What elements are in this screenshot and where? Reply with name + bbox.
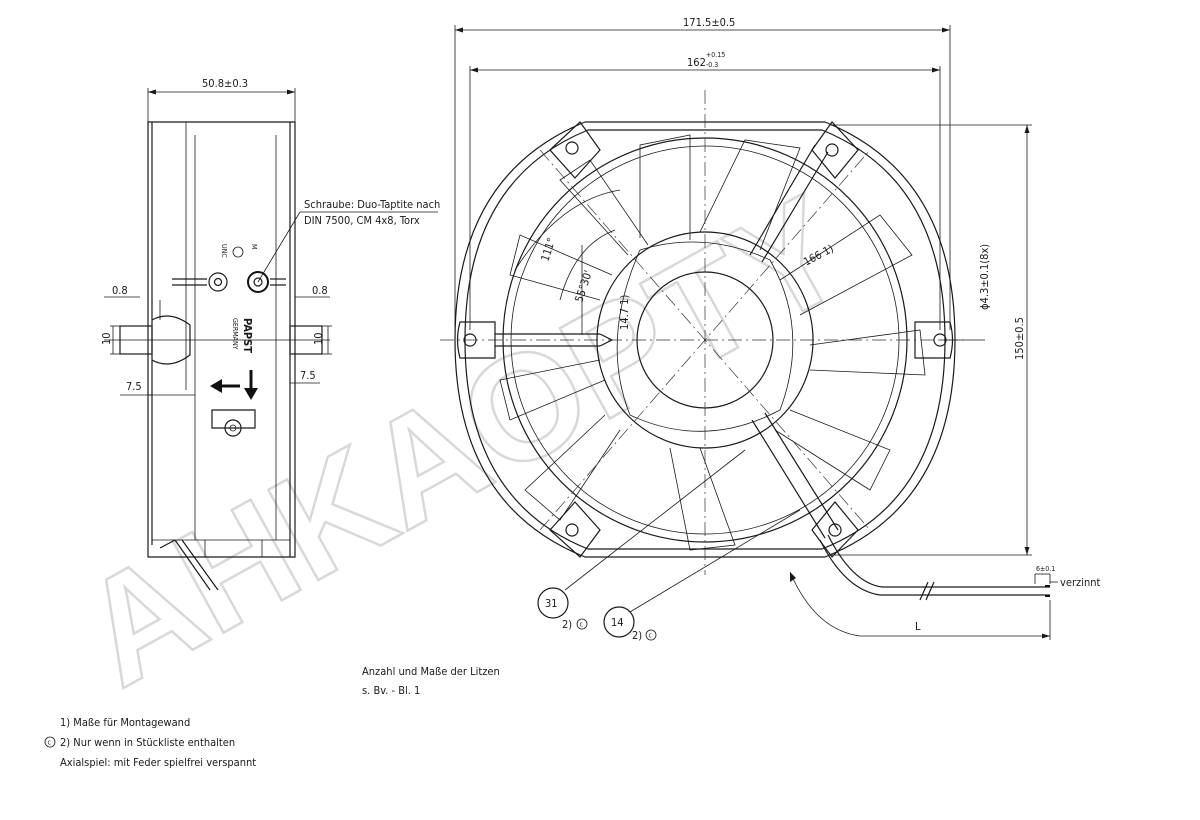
callout-14: 14 2) c (603, 606, 657, 642)
callout-31-note: 2) (562, 618, 572, 631)
footnote-2-symbol: c (48, 739, 52, 747)
hole-spec-label: ϕ4.3±0.1(8x) (978, 244, 991, 310)
screw-note-line2: DIN 7500, CM 4x8, Torx (304, 214, 420, 227)
front-view: 171.5±0.5 162 +0.15 -0.3 150±0.5 (440, 16, 1101, 640)
length-label: L (915, 620, 921, 633)
brand-label: PAPST (241, 318, 254, 353)
left-offset-dim: 7.5 (126, 380, 142, 393)
diameter-147-label: 14.7 1) (618, 295, 631, 330)
left-gap-dim: 0.8 (112, 284, 128, 297)
side-view: 50.8±0.3 UNC M P (100, 77, 440, 591)
callout-31-number: 31 (545, 597, 558, 610)
footnotes: 1) Maße für Montagewand c 2) Nur wenn in… (44, 716, 256, 769)
footnote-3: Axialspiel: mit Feder spielfrei verspann… (60, 756, 256, 769)
brand-sub-label: GERMANY (231, 318, 239, 350)
right-height-dim: 10 (312, 332, 325, 345)
screw-note-line1: Schraube: Duo-Taptite nach (304, 198, 440, 211)
callout-14-note: 2) (632, 629, 642, 642)
callout-31-symbol: c (580, 621, 584, 629)
litzen-note-line1: Anzahl und Maße der Litzen (362, 665, 500, 678)
watermark-text: AHKAOPTY (54, 163, 872, 718)
callout-14-symbol: c (649, 632, 653, 640)
cable-pitch-dim: 6±0.1 (1036, 565, 1055, 573)
terminal-unc-label: UNC (220, 244, 228, 258)
right-gap-dim: 0.8 (312, 284, 328, 297)
inner-width-tol-plus: +0.15 (706, 51, 725, 59)
right-offset-dim: 7.5 (300, 369, 316, 382)
rotation-arrow-icon (244, 370, 258, 400)
callout-14-number: 14 (611, 616, 624, 629)
side-width-dim: 50.8±0.3 (202, 77, 248, 90)
angle-111-label: 111° (538, 236, 558, 263)
footnote-2: 2) Nur wenn in Stückliste enthalten (60, 736, 235, 749)
footnote-1: 1) Maße für Montagewand (60, 716, 190, 729)
height-dim: 150±0.5 (1013, 317, 1026, 360)
watermark: AHKAOPTY (53, 162, 873, 720)
airflow-arrow-icon (210, 379, 240, 393)
litzen-note-line2: s. Bv. - Bl. 1 (362, 684, 420, 697)
inner-width-dim: 162 (687, 56, 706, 69)
tinned-label: verzinnt (1060, 576, 1101, 589)
inner-width-tol-minus: -0.3 (706, 61, 718, 69)
callout-31: 31 2) c (537, 587, 588, 631)
ground-icon (232, 246, 244, 258)
terminal-m-label: M (250, 244, 258, 249)
overall-width-dim: 171.5±0.5 (683, 16, 735, 29)
left-height-dim: 10 (100, 332, 113, 345)
